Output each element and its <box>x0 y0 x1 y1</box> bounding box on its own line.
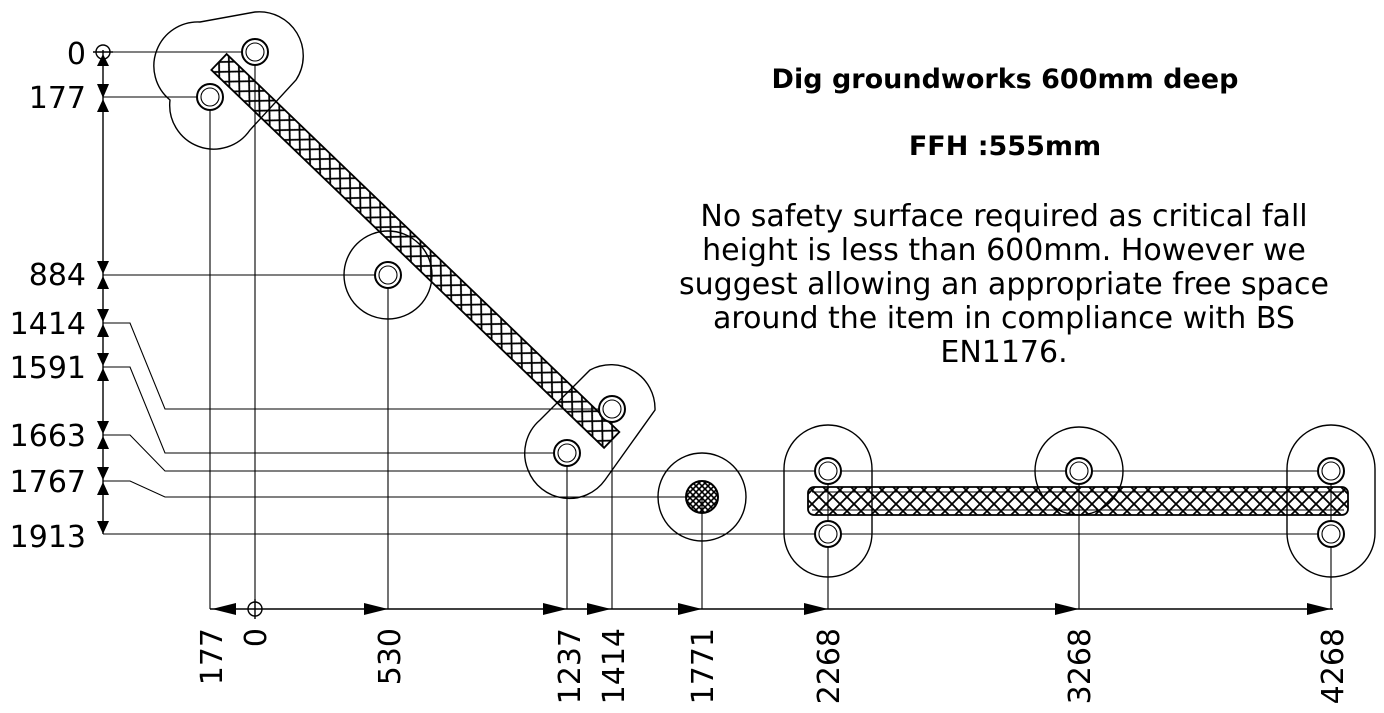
footing-top-left <box>153 11 304 150</box>
dim-h-2268: 2268 <box>812 628 847 704</box>
dim-v-0: 0 <box>67 37 86 72</box>
dim-v-884: 884 <box>29 258 86 293</box>
dim-h-1771: 1771 <box>686 628 721 704</box>
mesh-disc <box>685 480 719 514</box>
dim-v-1414: 1414 <box>10 307 86 342</box>
dim-v-1767: 1767 <box>10 465 86 500</box>
vertical-dimension-labels: 0 177 884 1414 1591 1663 1767 1913 <box>10 37 86 555</box>
horizontal-beam <box>807 486 1349 516</box>
dim-h-0: 0 <box>239 628 274 647</box>
horizontal-beam-assembly <box>783 424 1376 578</box>
dim-h-3268: 3268 <box>1063 628 1098 704</box>
diagonal-beam <box>210 52 621 450</box>
dim-h-1237: 1237 <box>553 628 588 704</box>
safety-note-line-5: EN1176. <box>940 335 1067 370</box>
horizontal-dimension-chain <box>210 599 1333 619</box>
dim-v-1591: 1591 <box>10 351 86 386</box>
safety-note: No safety surface required as critical f… <box>679 199 1329 370</box>
round-stepping-element <box>657 452 747 542</box>
dim-h-530: 530 <box>373 628 408 685</box>
diagonal-beam-assembly <box>153 11 656 500</box>
dim-h-177: 177 <box>195 628 230 685</box>
dim-v-1913: 1913 <box>10 520 86 555</box>
ffh-heading: FFH :555mm <box>909 131 1101 162</box>
dim-h-4268: 4268 <box>1316 628 1351 704</box>
safety-note-line-2: height is less than 600mm. However we <box>702 233 1306 268</box>
safety-note-line-3: suggest allowing an appropriate free spa… <box>679 267 1329 302</box>
safety-note-line-4: around the item in compliance with BS <box>713 301 1295 336</box>
dim-v-177: 177 <box>29 81 86 116</box>
horizontal-dimension-labels: 177 0 530 1237 1414 1771 2268 3268 4268 <box>195 628 1351 704</box>
vertical-dimension-chain <box>93 44 113 534</box>
dim-v-1663: 1663 <box>10 419 86 454</box>
dim-h-1414: 1414 <box>597 628 632 704</box>
groundworks-heading: Dig groundworks 600mm deep <box>772 64 1239 95</box>
footing-bottom-right <box>524 363 656 500</box>
safety-note-line-1: No safety surface required as critical f… <box>700 199 1307 234</box>
